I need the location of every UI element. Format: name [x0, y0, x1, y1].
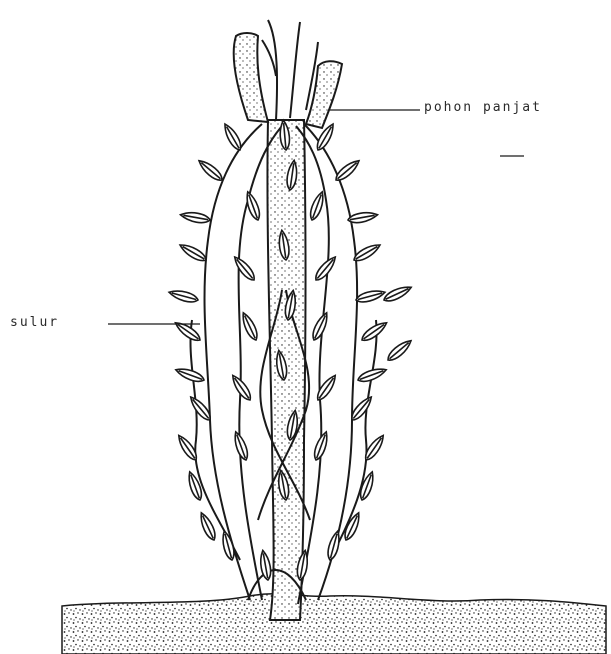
- label-sulur: sulur: [10, 316, 59, 329]
- ground: [62, 594, 606, 654]
- label-pohon-panjat: pohon panjat: [424, 101, 542, 114]
